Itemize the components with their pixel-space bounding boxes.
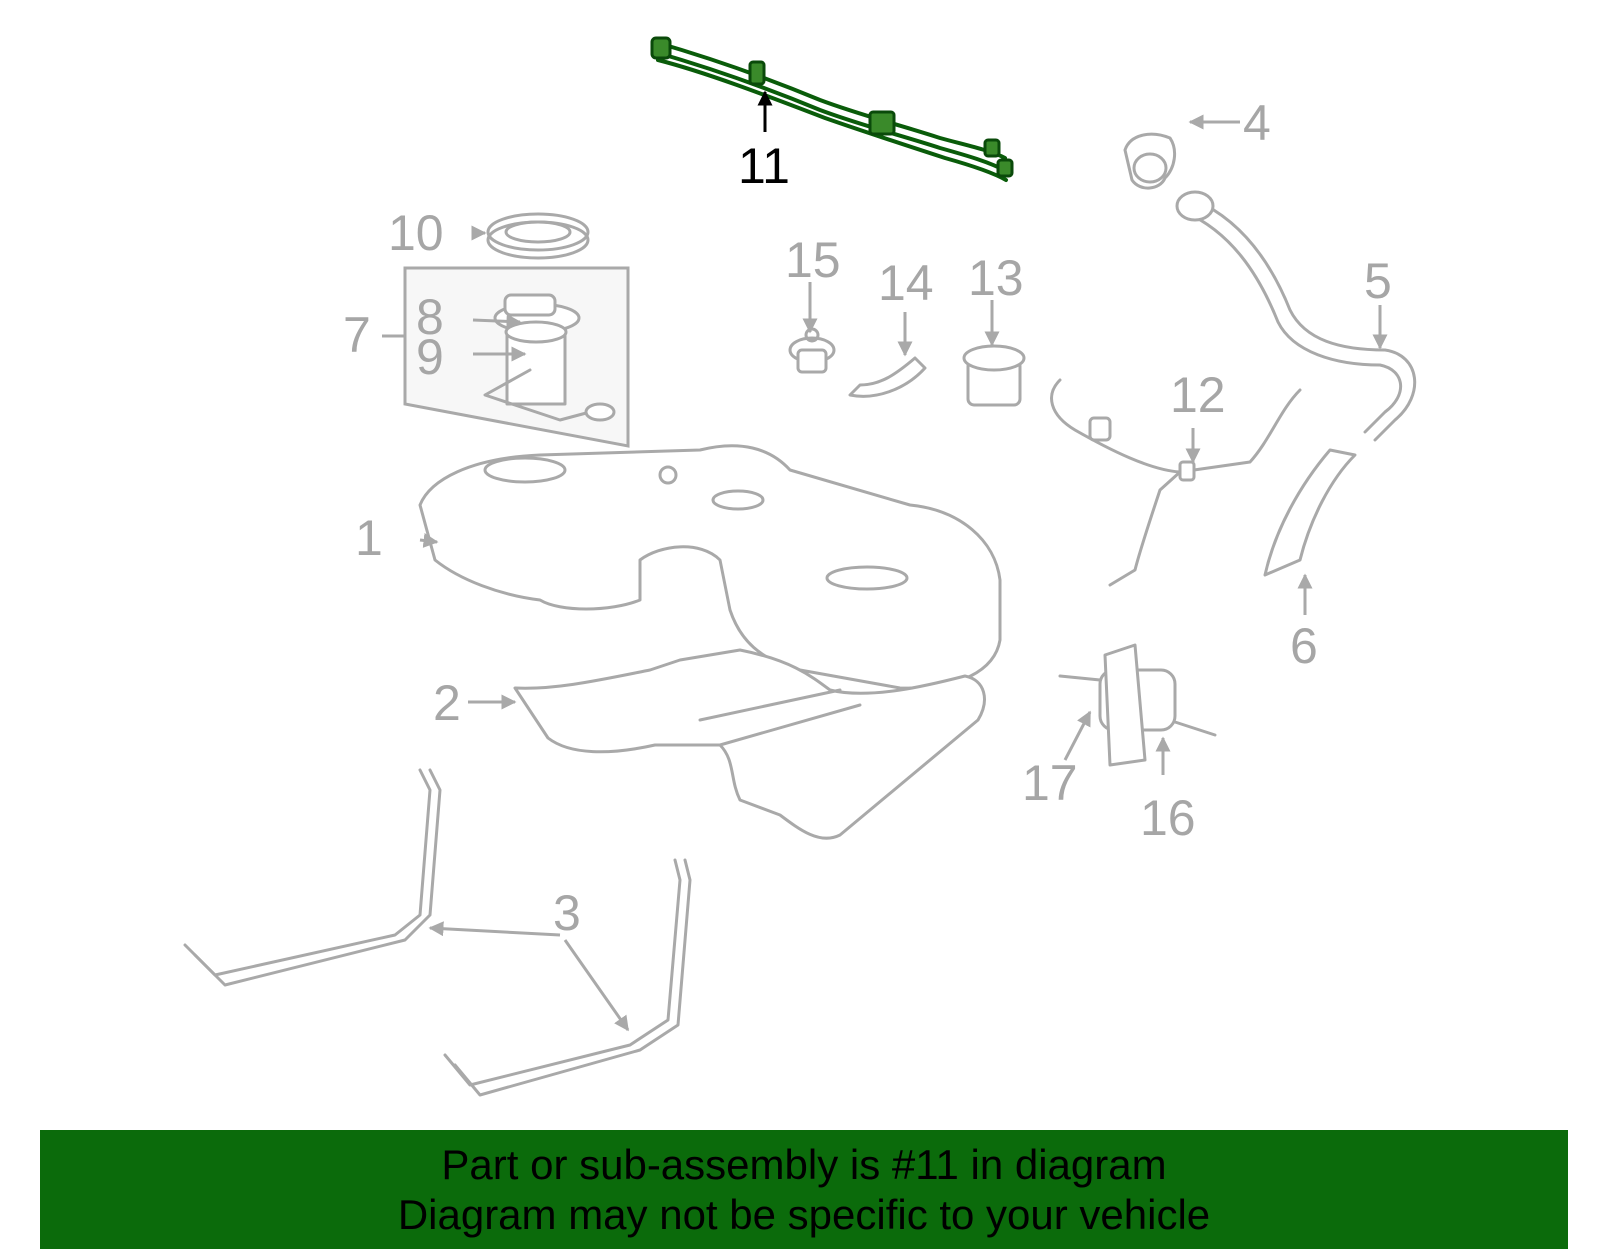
- callout-17: 17: [1022, 755, 1078, 811]
- callout-labels: 1 2 3 4 5 6 7 8 9 10 11 12 13 14 15 16 1…: [343, 95, 1392, 941]
- part-14-short-hose[interactable]: [848, 356, 927, 398]
- footer-line-part-number: Part or sub-assembly is #11 in diagram: [441, 1141, 1167, 1188]
- part-4-filler-housing[interactable]: [1123, 132, 1177, 190]
- part-13-filter[interactable]: [962, 344, 1026, 407]
- callout-6: 6: [1290, 618, 1318, 674]
- callout-13: 13: [968, 250, 1024, 306]
- part-2-heat-shield[interactable]: [513, 648, 986, 840]
- callout-8: 8: [416, 289, 444, 345]
- part-1-fuel-tank[interactable]: [418, 444, 1002, 690]
- callout-16: 16: [1140, 790, 1196, 846]
- part-3-tank-straps[interactable]: [183, 768, 692, 1097]
- callout-1: 1: [355, 510, 383, 566]
- callout-7: 7: [343, 307, 371, 363]
- part-11-fuel-line-bundle[interactable]: [650, 36, 1014, 182]
- callout-5: 5: [1364, 253, 1392, 309]
- part-15-valve[interactable]: [788, 327, 836, 374]
- callout-14: 14: [878, 255, 934, 311]
- footer-line-disclaimer: Diagram may not be specific to your vehi…: [397, 1191, 1211, 1238]
- callout-4: 4: [1243, 95, 1271, 151]
- part-5-filler-neck[interactable]: [1175, 190, 1417, 442]
- footer-banner: Part or sub-assembly is #11 in diagram D…: [40, 1130, 1568, 1249]
- part-6-hose[interactable]: [1263, 448, 1357, 577]
- callout-9: 9: [416, 329, 444, 385]
- part-7-fuel-pump-module[interactable]: [403, 266, 630, 448]
- parts-diagram: 1 2 3 4 5 6 7 8 9 10 11 12 13 14 15 16 1…: [183, 36, 1417, 1097]
- callout-12: 12: [1170, 367, 1226, 423]
- callout-2: 2: [433, 675, 461, 731]
- callout-3: 3: [553, 885, 581, 941]
- callout-leaders: [382, 90, 1388, 1032]
- part-12-vapor-lines[interactable]: [1050, 378, 1302, 587]
- part-10-seal-ring[interactable]: [486, 212, 590, 260]
- part-16-purge-valve[interactable]: [1058, 643, 1217, 767]
- callout-11: 11: [738, 138, 790, 194]
- callout-15: 15: [785, 232, 841, 288]
- callout-10: 10: [388, 205, 444, 261]
